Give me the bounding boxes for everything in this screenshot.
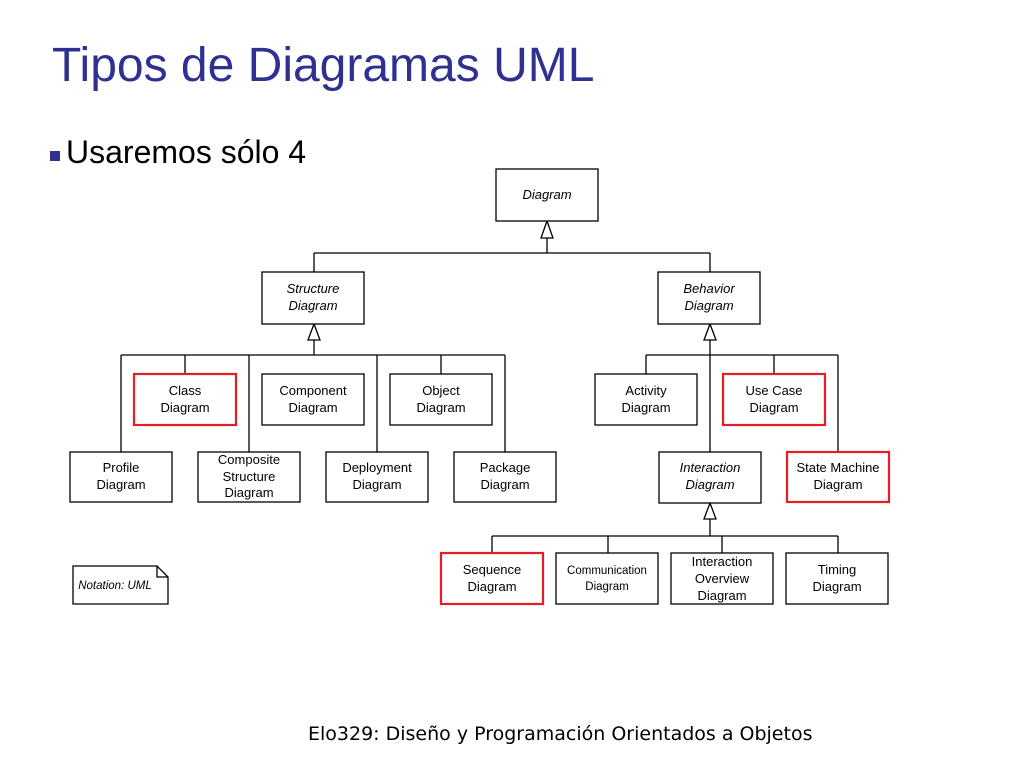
svg-text:Diagram: Diagram (416, 400, 465, 415)
svg-text:Overview: Overview (695, 571, 750, 586)
svg-text:Diagram: Diagram (621, 400, 670, 415)
node-component-diagram: Component Diagram (261, 373, 365, 426)
svg-text:Diagram: Diagram (352, 477, 401, 492)
node-sequence-diagram: Sequence Diagram (439, 551, 545, 606)
svg-text:Notation: UML: Notation: UML (78, 580, 152, 592)
generalization-arrow-icon (307, 322, 321, 341)
svg-text:Diagram: Diagram (480, 477, 529, 492)
node-behavior-diagram: Behavior Diagram (657, 271, 761, 325)
generalization-arrows (307, 219, 717, 520)
svg-text:Behavior: Behavior (683, 281, 735, 296)
node-interaction-overview-diagram: Interaction Overview Diagram (670, 552, 774, 605)
bullet-text: Usaremos sólo 4 (66, 134, 307, 170)
generalization-arrow-icon (703, 322, 717, 341)
bullet-square-icon (50, 151, 60, 161)
node-timing-diagram: Timing Diagram (785, 552, 889, 605)
svg-text:Diagram: Diagram (96, 477, 145, 492)
svg-text:Diagram: Diagram (685, 477, 734, 492)
svg-text:Diagram: Diagram (813, 477, 862, 492)
connectors (120, 238, 839, 553)
svg-text:Diagram: Diagram (749, 400, 798, 415)
svg-text:Object: Object (422, 383, 460, 398)
notation-note: Notation: UML (72, 565, 169, 605)
svg-text:Interaction: Interaction (692, 554, 753, 569)
svg-text:Diagram: Diagram (697, 588, 746, 603)
svg-text:Diagram: Diagram (224, 485, 273, 500)
bullet-item: Usaremos sólo 4 (50, 136, 306, 168)
svg-text:Package: Package (480, 460, 531, 475)
generalization-arrow-icon (703, 501, 717, 520)
svg-text:Diagram: Diagram (585, 581, 628, 593)
slide-footer: Elo329: Diseño y Programación Orientados… (308, 723, 813, 745)
svg-text:Diagram: Diagram (467, 579, 516, 594)
node-communication-diagram: Communication Diagram (555, 552, 659, 605)
svg-text:Diagram: Diagram (522, 187, 571, 202)
node-profile-diagram: Profile Diagram (69, 451, 173, 503)
svg-text:Deployment: Deployment (342, 460, 412, 475)
svg-text:Activity: Activity (625, 383, 667, 398)
svg-text:State Machine: State Machine (796, 460, 879, 475)
slide-title: Tipos de Diagramas UML (52, 39, 595, 92)
svg-text:Structure: Structure (223, 469, 276, 484)
svg-text:Communication: Communication (567, 565, 647, 577)
generalization-arrow-icon (540, 219, 554, 239)
svg-text:Component: Component (279, 383, 347, 398)
svg-text:Use Case: Use Case (745, 383, 802, 398)
node-deployment-diagram: Deployment Diagram (325, 451, 429, 503)
svg-text:Structure: Structure (287, 281, 340, 296)
node-composite-structure-diagram: Composite Structure Diagram (197, 451, 301, 503)
svg-text:Timing: Timing (818, 562, 857, 577)
node-state-machine-diagram: State Machine Diagram (785, 450, 891, 504)
svg-text:Class: Class (169, 383, 202, 398)
node-use-case-diagram: Use Case Diagram (721, 372, 827, 427)
svg-text:Profile: Profile (103, 460, 140, 475)
svg-text:Diagram: Diagram (160, 400, 209, 415)
node-object-diagram: Object Diagram (389, 373, 493, 426)
svg-text:Diagram: Diagram (288, 400, 337, 415)
svg-text:Sequence: Sequence (463, 562, 522, 577)
svg-text:Diagram: Diagram (288, 298, 337, 313)
svg-text:Interaction: Interaction (680, 460, 741, 475)
svg-text:Composite: Composite (218, 452, 280, 467)
node-diagram: Diagram (495, 168, 599, 222)
node-interaction-diagram: Interaction Diagram (658, 451, 762, 504)
node-structure-diagram: Structure Diagram (261, 271, 365, 325)
svg-text:Diagram: Diagram (812, 579, 861, 594)
node-package-diagram: Package Diagram (453, 451, 557, 503)
node-class-diagram: Class Diagram (132, 372, 238, 427)
node-activity-diagram: Activity Diagram (594, 373, 698, 426)
svg-text:Diagram: Diagram (684, 298, 733, 313)
